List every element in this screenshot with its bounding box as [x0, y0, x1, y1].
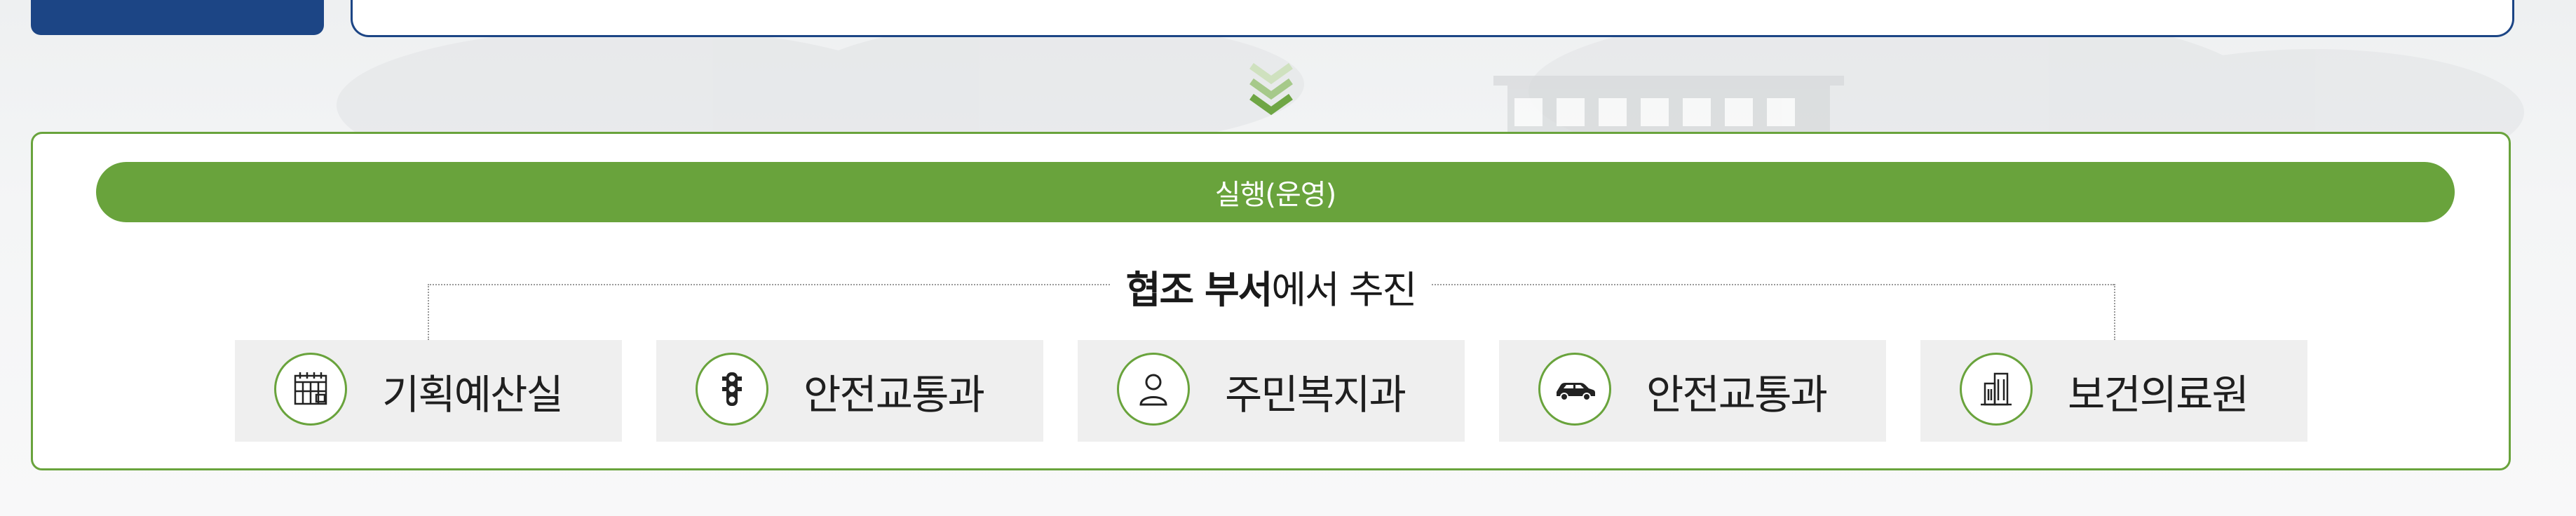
department-label: 안전교통과: [1646, 370, 1828, 419]
department-label: 보건의료원: [2068, 370, 2249, 419]
building-icon: [1960, 353, 2033, 426]
connector-right-vertical: [2114, 284, 2115, 340]
cooperation-title-bold: 협조 부서: [1125, 268, 1273, 312]
traffic-light-icon: [696, 353, 768, 426]
department-card: 기획예산실: [235, 340, 622, 442]
connector-right-horizontal: [1413, 284, 2114, 285]
calendar-icon: [274, 353, 347, 426]
chevron-down-icon: [1249, 62, 1293, 116]
department-label: 주민복지과: [1225, 370, 1406, 419]
cooperation-title: 협조 부서에서 추진: [33, 259, 2509, 314]
department-label: 안전교통과: [804, 370, 985, 419]
connector-left-vertical: [428, 284, 429, 340]
department-card: 주민복지과: [1078, 340, 1465, 442]
execution-stage-bar: 실행(운영): [96, 162, 2455, 222]
cooperation-title-rest: 에서 추진: [1271, 268, 1417, 312]
department-label: 기획예산실: [382, 370, 564, 419]
connector-left-horizontal: [428, 284, 1129, 285]
person-icon: [1117, 353, 1190, 426]
department-card: 보건의료원: [1920, 340, 2307, 442]
previous-step-panel: [351, 0, 2514, 37]
execution-stage-label: 실행(운영): [1214, 179, 1336, 211]
department-card: 안전교통과: [1499, 340, 1886, 442]
execution-panel: 실행(운영) 협조 부서에서 추진 기획예산실: [31, 132, 2511, 470]
car-icon: [1538, 353, 1611, 426]
previous-step-tab: [31, 0, 324, 35]
department-card: 안전교통과: [656, 340, 1043, 442]
